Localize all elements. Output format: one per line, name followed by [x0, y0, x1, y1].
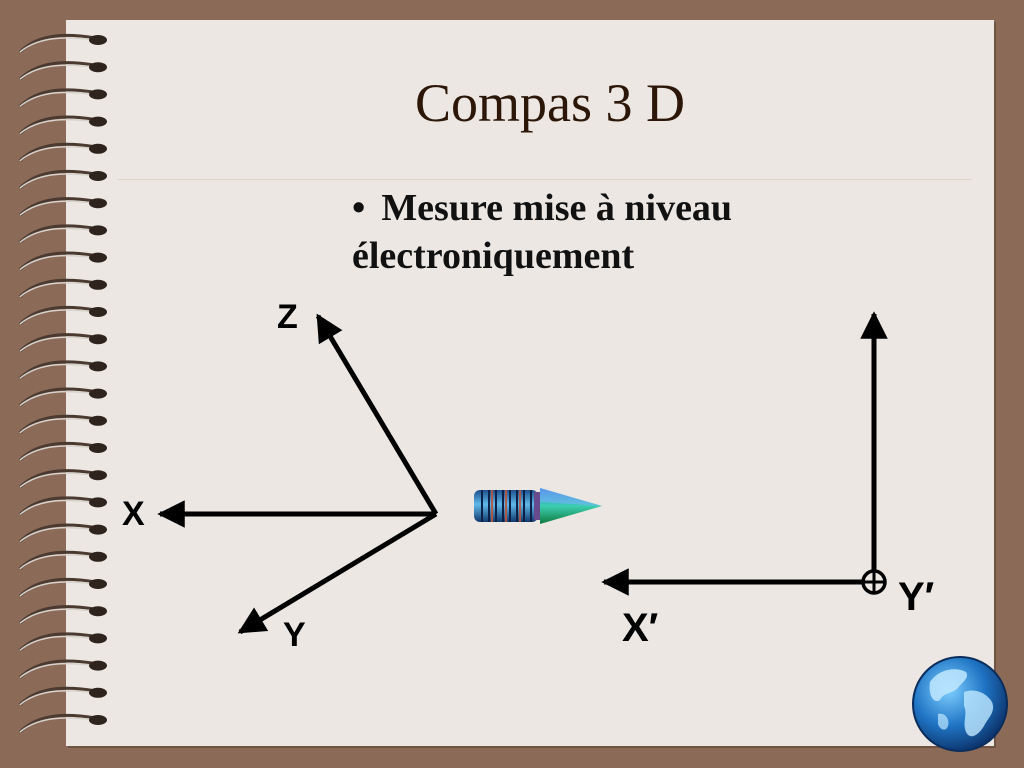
binding-ring — [18, 713, 107, 734]
binding-ring — [18, 224, 107, 244]
circle-plus-icon — [861, 569, 887, 595]
bullet-text: Mesure mise à niveau électroniquement — [352, 187, 733, 277]
binding-ring — [18, 577, 107, 598]
y-axis-arrow — [237, 511, 438, 635]
binding-ring — [18, 523, 107, 543]
binding-ring — [18, 605, 107, 625]
slide-title: Compas 3 D — [415, 73, 685, 133]
z-axis-arrow — [315, 313, 439, 516]
x-axis-label: X — [122, 495, 145, 533]
binding-ring — [18, 88, 107, 108]
compass-probe-icon — [474, 488, 602, 524]
y-axis-label: Y — [283, 616, 306, 654]
binding-ring — [18, 387, 107, 407]
binding-ring — [18, 632, 107, 652]
binding-ring — [18, 686, 107, 706]
z-axis-label: Z — [277, 298, 298, 336]
slide-paper — [66, 20, 994, 746]
globe-icon — [912, 656, 1008, 752]
binding-ring — [18, 414, 107, 434]
binding-ring — [18, 659, 107, 679]
binding-ring — [18, 550, 107, 570]
binding-ring — [18, 142, 107, 162]
bullet-item: •Mesure mise à niveau électroniquement — [352, 184, 872, 280]
binding-ring — [18, 33, 107, 54]
binding-ring — [18, 305, 107, 326]
binding-ring — [18, 115, 107, 135]
binding-ring — [18, 169, 107, 190]
y-prime-label: Y′ — [898, 575, 935, 619]
bullet-dot: • — [352, 187, 366, 229]
title-rule — [118, 179, 972, 180]
binding-ring — [18, 441, 107, 462]
binding-ring — [18, 61, 107, 81]
binding-ring — [18, 278, 107, 298]
binding-ring — [18, 469, 107, 489]
spiral-binding-icon — [18, 33, 107, 734]
x-prime-label: X′ — [622, 606, 659, 650]
binding-ring — [18, 496, 107, 516]
binding-ring — [18, 360, 107, 380]
binding-ring — [18, 197, 107, 217]
binding-ring — [18, 251, 107, 271]
binding-ring — [18, 333, 107, 353]
